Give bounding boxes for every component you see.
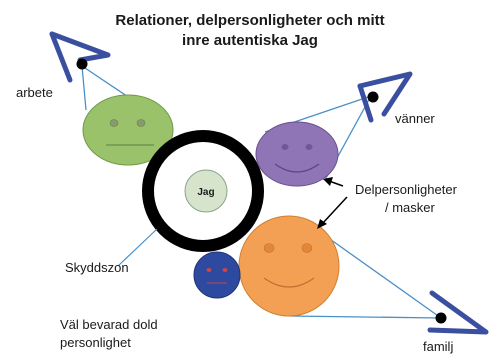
eye-arbete-upper-lid (49, 31, 111, 63)
face-arbete-shape (82, 94, 174, 166)
label-delpersonligheter-line-2: / masker (385, 200, 436, 215)
eye-vanner-lower-lid (357, 83, 374, 123)
jag-label: Jag (197, 187, 214, 198)
face-familj-right-eye (301, 243, 313, 253)
pointer-skyddszon (117, 228, 158, 267)
title-line-1: Relationer, delpersonligheter och mitt (115, 12, 384, 29)
eye-vanner-pupil (367, 91, 379, 103)
face-familj-shape (238, 215, 340, 317)
sight-line-familj-lower (289, 315, 442, 319)
label-delpersonligheter-line-1: Delpersonligheter (355, 182, 458, 197)
face-dold (193, 251, 241, 299)
face-vanner-mouth (274, 163, 320, 173)
pointer-delpers-familj (321, 196, 348, 225)
face-dold-right-eye (222, 268, 228, 272)
eye-familj-pupil (435, 312, 447, 324)
pointer-delpers-familj-head (317, 219, 327, 229)
face-arbete (82, 94, 174, 166)
face-familj-left-eye (263, 243, 275, 253)
label-skyddszon: Skyddszon (65, 260, 129, 275)
eye-arbete-icon (49, 31, 111, 83)
label-vanner: vänner (395, 111, 435, 126)
protection-zone: Jag (142, 130, 264, 252)
face-vanner-right-eye (305, 144, 313, 150)
eye-arbete-lower-lid (49, 31, 73, 83)
pointers (117, 177, 348, 267)
face-vanner-shape (255, 121, 339, 187)
face-arbete-left-eye (109, 119, 119, 127)
pointer-delpers-vanner-head (323, 177, 333, 186)
jag-core (184, 169, 228, 213)
face-arbete-right-eye (136, 119, 146, 127)
eye-vanner-icon (357, 71, 413, 123)
face-dold-left-eye (206, 268, 212, 272)
label-dold-line-1: Väl bevarad dold (60, 317, 158, 332)
face-vanner (255, 121, 339, 187)
eye-familj-upper-lid (427, 290, 489, 335)
face-familj (238, 215, 340, 317)
eye-familj-icon (427, 290, 489, 335)
eye-arbete-pupil (76, 58, 88, 70)
title-line-2: inre autentiska Jag (182, 32, 318, 49)
face-familj-mouth (263, 277, 315, 288)
face-dold-shape (193, 251, 241, 299)
label-dold-line-2: personlighet (60, 335, 131, 350)
eye-vanner-upper-lid (357, 71, 413, 117)
label-familj: familj (423, 339, 453, 354)
label-arbete: arbete (16, 85, 53, 100)
sight-line-familj-upper (319, 231, 442, 319)
face-vanner-left-eye (281, 144, 289, 150)
sight-line-arbete-upper (81, 65, 87, 111)
